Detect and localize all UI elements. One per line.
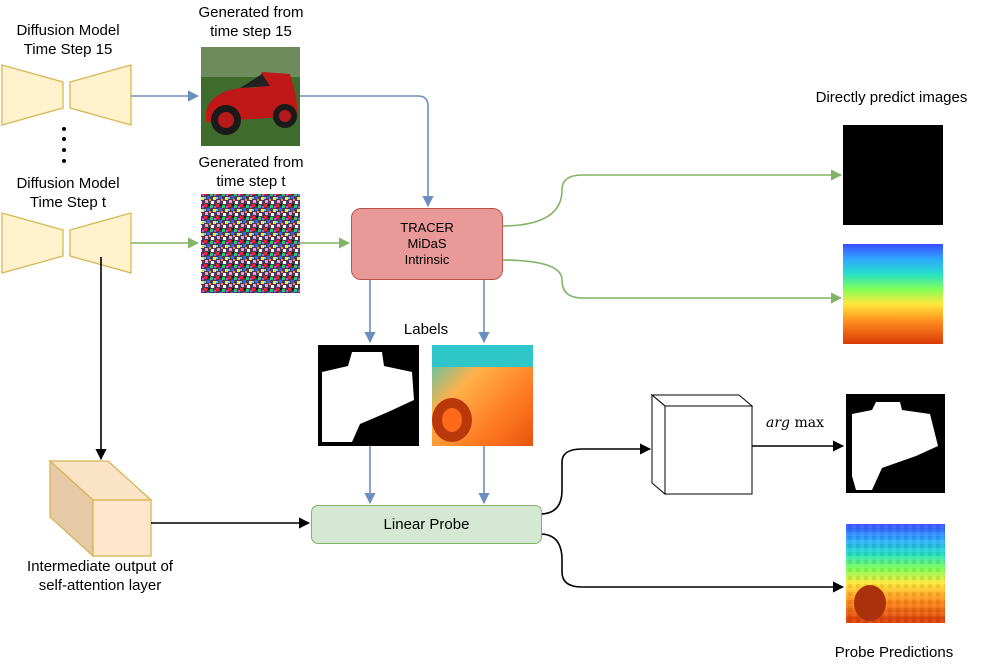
- intermediate-output-cube: [48, 459, 153, 558]
- probe-depth-prediction: [846, 524, 945, 623]
- labels-title: Labels: [403, 321, 449, 338]
- predicted-depth-image: [843, 244, 943, 344]
- blue-arrows: [131, 90, 490, 505]
- generated-image-car: [201, 47, 300, 146]
- diffusion-model-t-shape: [1, 212, 132, 274]
- ellipsis-dots: [62, 127, 66, 163]
- linear-probe-box: Linear Probe: [311, 505, 542, 544]
- probe-mask-prediction: [846, 394, 945, 493]
- label-depth-image: [432, 345, 533, 446]
- argmax-label: arg max: [766, 415, 824, 431]
- black-arrows: [95, 257, 845, 593]
- probe-cube: [650, 393, 754, 496]
- diffusion-model-15-shape: [1, 64, 132, 126]
- green-arrows: [131, 169, 843, 304]
- generated-image-noise: [201, 194, 300, 293]
- directly-predict-title: Directly predict images: [815, 89, 968, 106]
- predicted-mask-image: [843, 125, 943, 225]
- label-mask-image: [318, 345, 419, 446]
- tracer-midas-intrinsic-box: TRACER MiDaS Intrinsic: [351, 208, 503, 280]
- probe-predictions-title: Probe Predictions: [834, 644, 954, 661]
